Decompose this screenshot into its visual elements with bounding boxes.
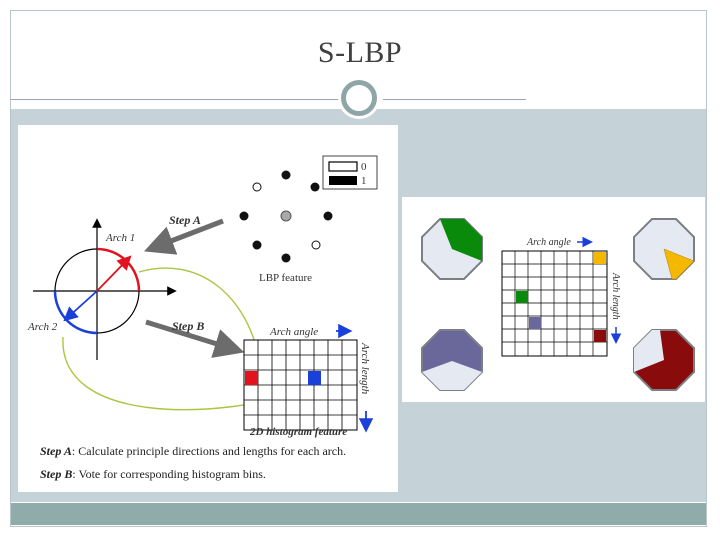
right-arch-angle-label: Arch angle (526, 237, 571, 248)
arch-histogram-panel: Arch angle Arch length (402, 197, 705, 402)
arch-1-label: Arch 1 (105, 232, 135, 244)
lbp-neighbor (311, 240, 321, 250)
lbp-neighbor (239, 211, 249, 221)
arch-length-label: Arch length (359, 342, 371, 395)
lbp-neighbor (252, 240, 262, 250)
histogram-label: 2D histogram feature (249, 426, 347, 438)
octagon-green (421, 218, 483, 280)
octagon-maroon (633, 329, 695, 391)
arch-2-label: Arch 2 (27, 321, 58, 333)
ring-ornament-icon (341, 80, 377, 116)
caption-step-b-term: Step B (40, 467, 72, 481)
octagon-maroon-clear (634, 330, 664, 372)
octagon-slate-clear (422, 361, 482, 390)
octagon-yellow-fill (663, 248, 695, 280)
step-a-label: Step A (169, 213, 201, 227)
lbp-neighbor (323, 211, 333, 221)
slide-frame (10, 10, 707, 527)
right-bin-maroon (594, 330, 606, 342)
lbp-center-pixel (280, 210, 292, 222)
vote-arrow-arch-1 (138, 267, 265, 366)
step-b-arrow (145, 319, 245, 358)
arch-histogram-figure: Arch angle Arch length (421, 218, 695, 391)
octagon-yellow (633, 218, 695, 280)
caption-step-a-text: : Calculate principle directions and len… (72, 444, 346, 458)
slbp-diagram-panel: 0 1 LBP feature Step A Step B Arch 1 Arc… (18, 125, 398, 492)
right-histogram-grid (501, 250, 608, 357)
octagon-green-fill (440, 219, 482, 261)
title-rule-left (11, 99, 339, 100)
histogram-bin-blue (308, 371, 321, 385)
legend-swatch-0 (328, 161, 358, 172)
lbp-neighbor (310, 182, 320, 192)
right-bin-yellow (594, 252, 606, 264)
legend-swatch-1 (329, 176, 357, 185)
right-bin-slate (529, 317, 541, 329)
step-b-label: Step B (172, 319, 204, 333)
footer-band (11, 503, 706, 525)
caption-step-a: Step A: Calculate principle directions a… (40, 444, 346, 458)
caption-step-b: Step B: Vote for corresponding histogram… (40, 467, 266, 481)
caption-step-a-term: Step A (40, 444, 72, 458)
octagon-slate (421, 329, 483, 391)
lbp-neighbor (281, 170, 291, 180)
caption-step-b-text: : Vote for corresponding histogram bins. (72, 467, 266, 481)
step-a-arrow (143, 218, 224, 255)
lbp-neighborhood (239, 170, 333, 263)
histogram-grid (243, 339, 358, 431)
title-rule-right (383, 99, 526, 100)
slide-title: S-LBP (317, 36, 403, 69)
slbp-diagram: 0 1 LBP feature Step A Step B Arch 1 Arc… (27, 155, 378, 481)
arch-angle-label: Arch angle (269, 326, 318, 338)
lbp-neighbor (281, 253, 291, 263)
legend-label-0: 0 (361, 161, 367, 173)
right-bin-green (516, 291, 528, 303)
right-arch-length-label: Arch length (610, 272, 621, 320)
lbp-neighbor (252, 182, 262, 192)
arch-1-direction (96, 255, 132, 292)
lbp-feature-label: LBP feature (259, 272, 312, 284)
legend-box: 0 1 (322, 155, 378, 190)
arch-circle-diagram (33, 218, 177, 360)
legend-label-1: 1 (361, 175, 367, 187)
arch-2-direction (63, 290, 98, 322)
histogram-bin-red (245, 371, 258, 385)
